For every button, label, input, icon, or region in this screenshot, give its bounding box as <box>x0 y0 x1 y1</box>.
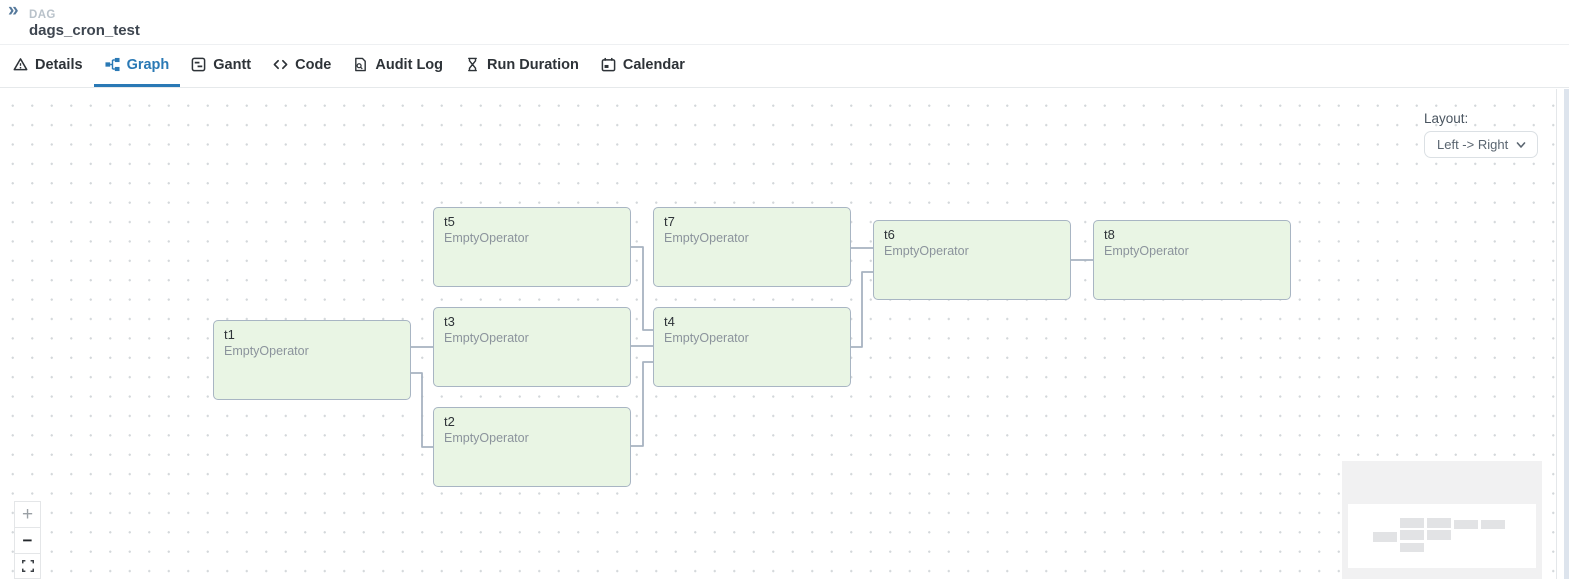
tab-audit-log[interactable]: Audit Log <box>342 45 454 87</box>
gantt-icon <box>191 57 206 72</box>
dag-header: » DAG dags_cron_test <box>0 0 1569 45</box>
task-id: t3 <box>444 314 455 329</box>
tab-label: Calendar <box>622 56 685 73</box>
zoom-out-button[interactable]: − <box>14 527 41 553</box>
plus-icon: + <box>21 503 34 525</box>
chevron-down-icon <box>1516 141 1526 148</box>
minimap-node-t4 <box>1427 530 1452 541</box>
fit-view-button[interactable] <box>14 553 41 579</box>
code-icon <box>273 57 288 72</box>
tab-run-duration[interactable]: Run Duration <box>454 45 590 87</box>
task-operator: EmptyOperator <box>664 231 749 245</box>
edge-t4-t6 <box>851 271 873 348</box>
minimap[interactable] <box>1342 461 1542 579</box>
warning-triangle-icon <box>13 57 28 72</box>
minimap-node-t5 <box>1400 517 1425 528</box>
tab-label: Audit Log <box>375 56 444 73</box>
layout-label: Layout: <box>1424 111 1469 126</box>
task-operator: EmptyOperator <box>444 431 529 445</box>
minimap-node-t6 <box>1454 519 1479 530</box>
tab-label: Run Duration <box>487 56 579 73</box>
task-operator: EmptyOperator <box>444 331 529 345</box>
minimap-node-t3 <box>1400 530 1425 541</box>
tab-code[interactable]: Code <box>262 45 342 87</box>
task-operator: EmptyOperator <box>1104 244 1189 258</box>
calendar-icon <box>601 57 616 72</box>
edge-t1-t2 <box>411 372 433 448</box>
minimap-node-t1 <box>1373 531 1398 542</box>
task-id: t5 <box>444 214 455 229</box>
task-id: t4 <box>664 314 675 329</box>
zoom-in-button[interactable]: + <box>14 501 41 527</box>
task-id: t6 <box>884 227 895 242</box>
tab-label: Code <box>295 56 332 73</box>
task-operator: EmptyOperator <box>444 231 529 245</box>
panel-right-divider <box>1556 89 1557 579</box>
vertical-scrollbar[interactable] <box>1564 89 1569 579</box>
minus-icon: − <box>22 530 33 550</box>
tab-label: Details <box>35 56 83 73</box>
layout-select[interactable]: Left -> Right <box>1424 131 1538 158</box>
minimap-node-t2 <box>1400 542 1425 553</box>
minimap-node-t7 <box>1427 517 1452 528</box>
fit-view-icon <box>21 560 34 572</box>
graph-icon <box>105 57 120 72</box>
hourglass-icon <box>465 57 480 72</box>
tab-label: Gantt <box>213 56 252 73</box>
dag-title: dags_cron_test <box>29 22 140 39</box>
tab-calendar[interactable]: Calendar <box>590 45 696 87</box>
tab-details[interactable]: Details <box>2 45 94 87</box>
edge-t2-t4 <box>631 361 653 447</box>
task-operator: EmptyOperator <box>224 344 309 358</box>
double-chevron-right-icon[interactable]: » <box>8 0 18 21</box>
task-id: t7 <box>664 214 675 229</box>
zoom-controls: + − <box>14 501 41 579</box>
tab-label: Graph <box>126 56 170 73</box>
task-operator: EmptyOperator <box>884 244 969 258</box>
minimap-node-t8 <box>1481 519 1506 530</box>
tab-graph[interactable]: Graph <box>93 45 181 87</box>
task-id: t1 <box>224 327 235 342</box>
edge-t5-t4 <box>631 246 653 331</box>
audit-log-icon <box>353 57 368 72</box>
task-id: t8 <box>1104 227 1115 242</box>
layout-select-value: Left -> Right <box>1437 137 1509 152</box>
task-operator: EmptyOperator <box>664 331 749 345</box>
breadcrumb-section-label: DAG <box>29 9 56 21</box>
task-id: t2 <box>444 414 455 429</box>
layout-control: Layout: Left -> Right <box>1424 111 1538 158</box>
tab-bar: Details Graph Gantt Code Audit Log Run Durati… <box>0 45 1569 88</box>
tab-gantt[interactable]: Gantt <box>180 45 262 87</box>
